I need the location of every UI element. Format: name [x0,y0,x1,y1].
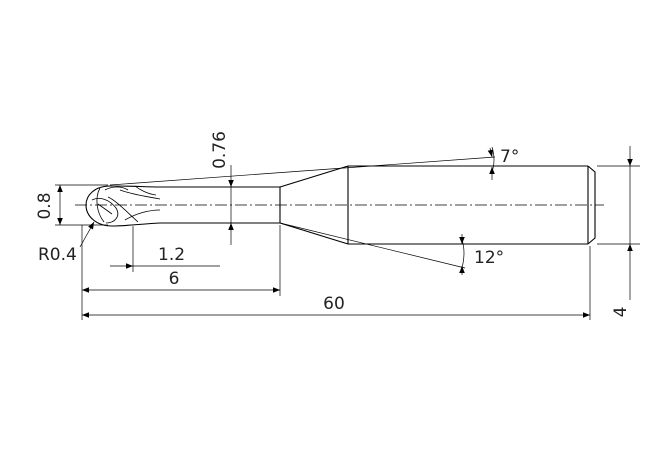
neck-diameter-label: 0.76 [210,131,230,169]
taper-angle-top-label: 7° [500,147,519,167]
dim-neck-diameter: 0.76 [210,131,234,245]
neck-length-label: 1.2 [158,245,185,265]
taper-section [279,165,349,245]
dim-shank-diameter: 4 [597,146,640,317]
dim-ball-radius: R0.4 [38,221,95,265]
dim-flute-length: 6 [81,225,281,320]
neck [160,186,280,224]
ball-end-head [85,185,161,227]
taper-angle-bottom-label: 12° [474,248,504,268]
dim-cutting-diameter: 0.8 [35,184,108,226]
dim-taper-angle-top: 7° [109,146,519,186]
shank-diameter-label: 4 [611,307,631,318]
ball-radius-label: R0.4 [38,245,77,265]
dim-overall-length: 60 [82,246,591,320]
cutting-diameter-label: 0.8 [35,192,55,219]
dim-neck-length: 1.2 [110,226,220,272]
flute-length-label: 6 [169,269,180,289]
dim-taper-angle-bottom: 12° [279,222,504,275]
overall-length-label: 60 [323,294,345,314]
